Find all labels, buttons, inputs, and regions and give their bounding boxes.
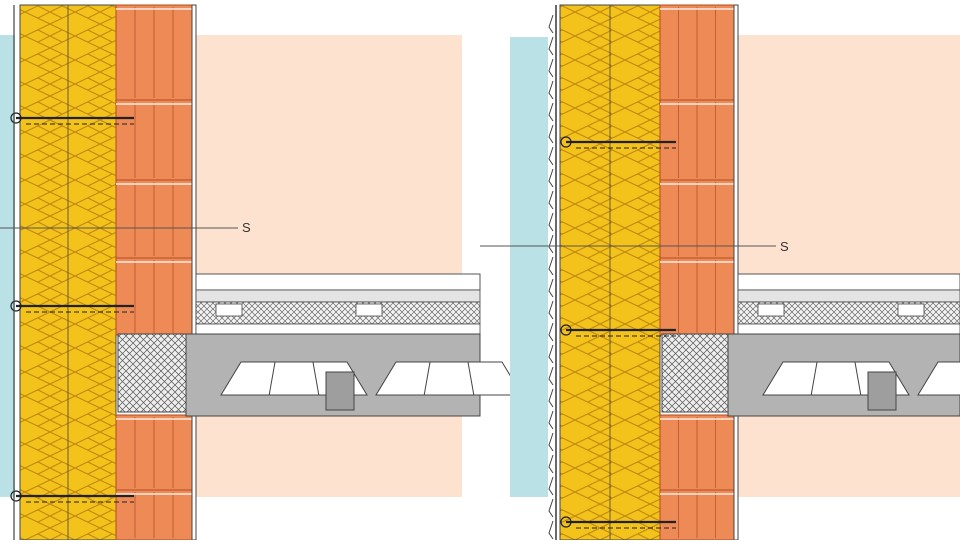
cladding-clip	[548, 344, 554, 364]
room-interior	[738, 35, 960, 497]
slab-rib	[867, 371, 897, 411]
cladding-clip	[548, 388, 554, 408]
cladding-clip	[548, 278, 554, 298]
void-web	[312, 361, 320, 396]
cladding-clip	[548, 36, 554, 56]
wall-anchor-icon	[10, 490, 22, 502]
interior-plaster	[733, 4, 739, 541]
screed-layer	[195, 289, 481, 303]
conduit-box	[897, 303, 925, 317]
section-label-right: S	[780, 239, 789, 254]
slab-rib	[325, 371, 355, 411]
room-interior	[196, 35, 462, 497]
facade-cladding	[510, 37, 548, 497]
cladding-clip	[548, 256, 554, 276]
cladding-clip	[548, 234, 554, 254]
cladding-clip	[548, 410, 554, 430]
cladding-clip	[548, 322, 554, 342]
ring-beam	[661, 333, 739, 413]
cladding-clip	[548, 476, 554, 496]
slab-void	[917, 361, 960, 396]
void-web	[854, 361, 862, 396]
cladding-clip	[548, 300, 554, 320]
detail-left	[0, 4, 523, 541]
void-web	[423, 361, 431, 396]
cladding-clip	[548, 102, 554, 122]
void-web	[810, 361, 818, 396]
floor-finish	[195, 273, 481, 291]
cladding-clip	[548, 498, 554, 518]
separation-layer	[737, 323, 960, 335]
floor-finish	[737, 273, 960, 291]
cladding-clip	[548, 124, 554, 144]
slab-void	[375, 361, 523, 396]
conduit-box	[355, 303, 383, 317]
conduit-box	[757, 303, 785, 317]
conduit-box	[215, 303, 243, 317]
cladding-bracket-icon	[560, 516, 572, 528]
wall-anchor-icon	[10, 300, 22, 312]
ring-beam	[117, 333, 197, 413]
screed-layer	[737, 289, 960, 303]
cladding-bracket-icon	[560, 324, 572, 336]
cladding-clip	[548, 366, 554, 386]
cladding-clip	[548, 454, 554, 474]
cladding-clip	[548, 432, 554, 452]
cladding-clip	[548, 212, 554, 232]
detail-right	[480, 4, 960, 541]
cladding-clip	[548, 14, 554, 34]
interior-plaster	[191, 4, 197, 541]
separation-layer	[195, 323, 481, 335]
cladding-clip	[548, 58, 554, 78]
void-web	[268, 361, 276, 396]
cladding-clip	[548, 190, 554, 210]
cladding-clip	[548, 520, 554, 540]
section-label-left: S	[242, 220, 251, 235]
cladding-clip	[548, 80, 554, 100]
wall-anchor-icon	[10, 112, 22, 124]
facade-cladding	[0, 35, 15, 497]
cladding-clip	[548, 146, 554, 166]
cladding-clip	[548, 168, 554, 188]
cladding-bracket-icon	[560, 136, 572, 148]
void-web	[467, 361, 475, 396]
